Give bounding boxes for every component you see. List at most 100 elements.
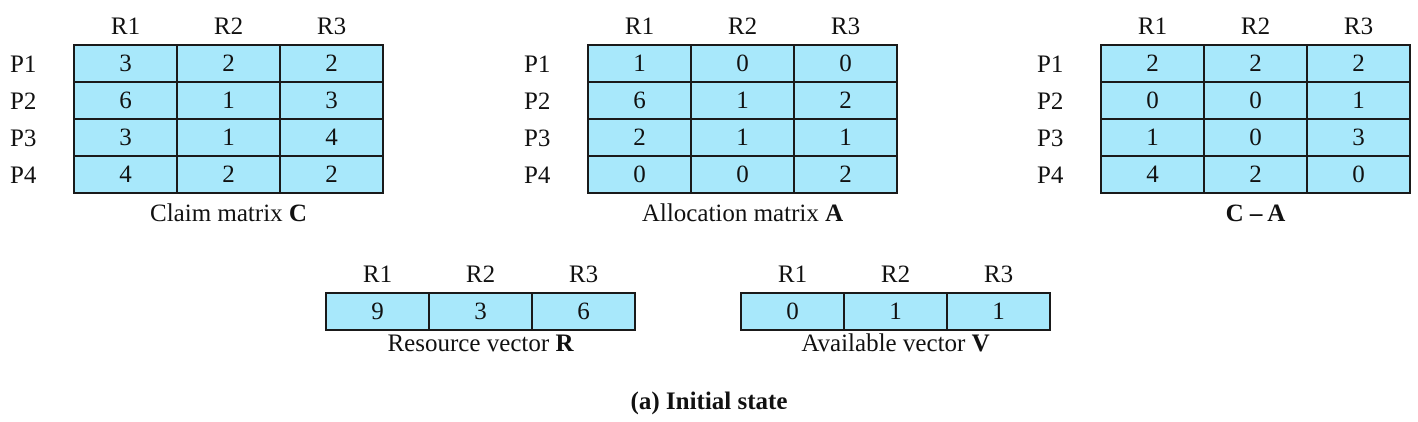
column-header-r3: R3 <box>316 13 347 40</box>
matrix-cell: 0 <box>690 44 795 83</box>
resource-vector-column-headers: R1 R2 R3 <box>326 260 635 290</box>
need-matrix-column-headers: R1 R2 R3 <box>1101 12 1410 42</box>
column-header-r2: R2 <box>213 13 244 40</box>
row-label-p4: P4 <box>524 162 551 189</box>
need-matrix-block: R1 R2 R3 P1 P2 P3 P4 2 2 2 0 0 1 1 0 3 4… <box>1027 0 1418 240</box>
resource-vector-block: R1 R2 R3 9 3 6 Resource vector R <box>325 256 645 366</box>
caption-symbol: V <box>971 330 990 357</box>
caption-symbol: C – A <box>1225 200 1286 227</box>
resource-vector-caption: Resource vector R <box>325 329 636 359</box>
matrix-cell: 4 <box>279 118 384 157</box>
matrix-cell: 4 <box>1100 155 1205 194</box>
matrix-cell: 2 <box>1306 44 1411 83</box>
caption-text: Resource vector <box>387 330 556 357</box>
caption-text: Available vector <box>801 330 972 357</box>
table-row: 4 2 0 <box>1100 155 1411 194</box>
matrix-cell: 0 <box>1203 81 1308 120</box>
matrix-cell: 2 <box>1100 44 1205 83</box>
matrix-cell: 2 <box>793 155 898 194</box>
column-header-r3: R3 <box>983 261 1014 288</box>
matrix-cell: 1 <box>1100 118 1205 157</box>
allocation-matrix-block: R1 R2 R3 P1 P2 P3 P4 1 0 0 6 1 2 2 1 1 0… <box>514 0 914 240</box>
matrix-cell: 3 <box>73 44 178 83</box>
table-row: 6 1 2 <box>587 81 898 120</box>
row-label-p2: P2 <box>10 88 37 115</box>
table-row: 0 0 2 <box>587 155 898 194</box>
resource-vector-grid: 9 3 6 <box>325 292 636 331</box>
matrix-cell: 4 <box>73 155 178 194</box>
matrix-cell: 0 <box>793 44 898 83</box>
column-header-r3: R3 <box>568 261 599 288</box>
matrix-cell: 6 <box>73 81 178 120</box>
claim-matrix-column-headers: R1 R2 R3 <box>74 12 383 42</box>
table-row: 1 0 3 <box>1100 118 1411 157</box>
available-vector-grid: 0 1 1 <box>740 292 1051 331</box>
row-label-p2: P2 <box>524 88 551 115</box>
column-header-r3: R3 <box>1343 13 1374 40</box>
matrix-cell: 2 <box>793 81 898 120</box>
column-header-r1: R1 <box>1137 13 1168 40</box>
caption-text: Claim matrix <box>150 200 289 227</box>
vector-cell: 0 <box>740 292 845 331</box>
row-label-p1: P1 <box>524 51 551 78</box>
matrix-cell: 0 <box>1306 155 1411 194</box>
column-header-r1: R1 <box>624 13 655 40</box>
allocation-matrix-column-headers: R1 R2 R3 <box>588 12 897 42</box>
row-label-p2: P2 <box>1037 88 1064 115</box>
need-matrix-caption: C – A <box>1100 199 1411 229</box>
caption-text: Allocation matrix <box>641 200 826 227</box>
matrix-cell: 1 <box>587 44 692 83</box>
claim-matrix-caption: Claim matrix C <box>73 199 384 229</box>
table-row: 1 0 0 <box>587 44 898 83</box>
matrix-cell: 1 <box>176 81 281 120</box>
column-header-r3: R3 <box>830 13 861 40</box>
table-row: 0 1 1 <box>740 292 1051 331</box>
row-label-p3: P3 <box>10 125 37 152</box>
matrix-cell: 2 <box>176 155 281 194</box>
column-header-r1: R1 <box>110 13 141 40</box>
table-row: 9 3 6 <box>325 292 636 331</box>
matrix-cell: 0 <box>587 155 692 194</box>
need-matrix-grid: 2 2 2 0 0 1 1 0 3 4 2 0 <box>1100 44 1411 194</box>
matrix-cell: 1 <box>690 118 795 157</box>
vector-cell: 3 <box>428 292 533 331</box>
matrix-cell: 3 <box>1306 118 1411 157</box>
matrix-cell: 0 <box>1100 81 1205 120</box>
column-header-r2: R2 <box>1240 13 1271 40</box>
matrix-cell: 6 <box>587 81 692 120</box>
row-label-p1: P1 <box>10 51 37 78</box>
vector-cell: 1 <box>843 292 948 331</box>
table-row: 4 2 2 <box>73 155 384 194</box>
column-header-r2: R2 <box>465 261 496 288</box>
available-vector-block: R1 R2 R3 0 1 1 Available vector V <box>740 256 1060 366</box>
column-header-r2: R2 <box>727 13 758 40</box>
matrix-cell: 3 <box>279 81 384 120</box>
matrix-cell: 3 <box>73 118 178 157</box>
vector-cell: 9 <box>325 292 430 331</box>
table-row: 2 1 1 <box>587 118 898 157</box>
matrix-cell: 1 <box>690 81 795 120</box>
caption-symbol: A <box>825 200 844 227</box>
matrix-cell: 2 <box>279 155 384 194</box>
row-label-p4: P4 <box>10 162 37 189</box>
matrix-cell: 1 <box>176 118 281 157</box>
row-label-p3: P3 <box>524 125 551 152</box>
figure-caption: (a) Initial state <box>630 388 788 415</box>
table-row: 6 1 3 <box>73 81 384 120</box>
available-vector-column-headers: R1 R2 R3 <box>741 260 1050 290</box>
available-vector-caption: Available vector V <box>740 329 1051 359</box>
column-header-r1: R1 <box>777 261 808 288</box>
matrix-cell: 2 <box>1203 44 1308 83</box>
matrix-cell: 2 <box>279 44 384 83</box>
matrix-cell: 1 <box>1306 81 1411 120</box>
table-row: 0 0 1 <box>1100 81 1411 120</box>
table-row: 3 1 4 <box>73 118 384 157</box>
matrix-cell: 0 <box>690 155 795 194</box>
row-label-p4: P4 <box>1037 162 1064 189</box>
matrix-cell: 2 <box>587 118 692 157</box>
allocation-matrix-grid: 1 0 0 6 1 2 2 1 1 0 0 2 <box>587 44 898 194</box>
matrix-cell: 1 <box>793 118 898 157</box>
table-row: 3 2 2 <box>73 44 384 83</box>
column-header-r2: R2 <box>880 261 911 288</box>
claim-matrix-grid: 3 2 2 6 1 3 3 1 4 4 2 2 <box>73 44 384 194</box>
